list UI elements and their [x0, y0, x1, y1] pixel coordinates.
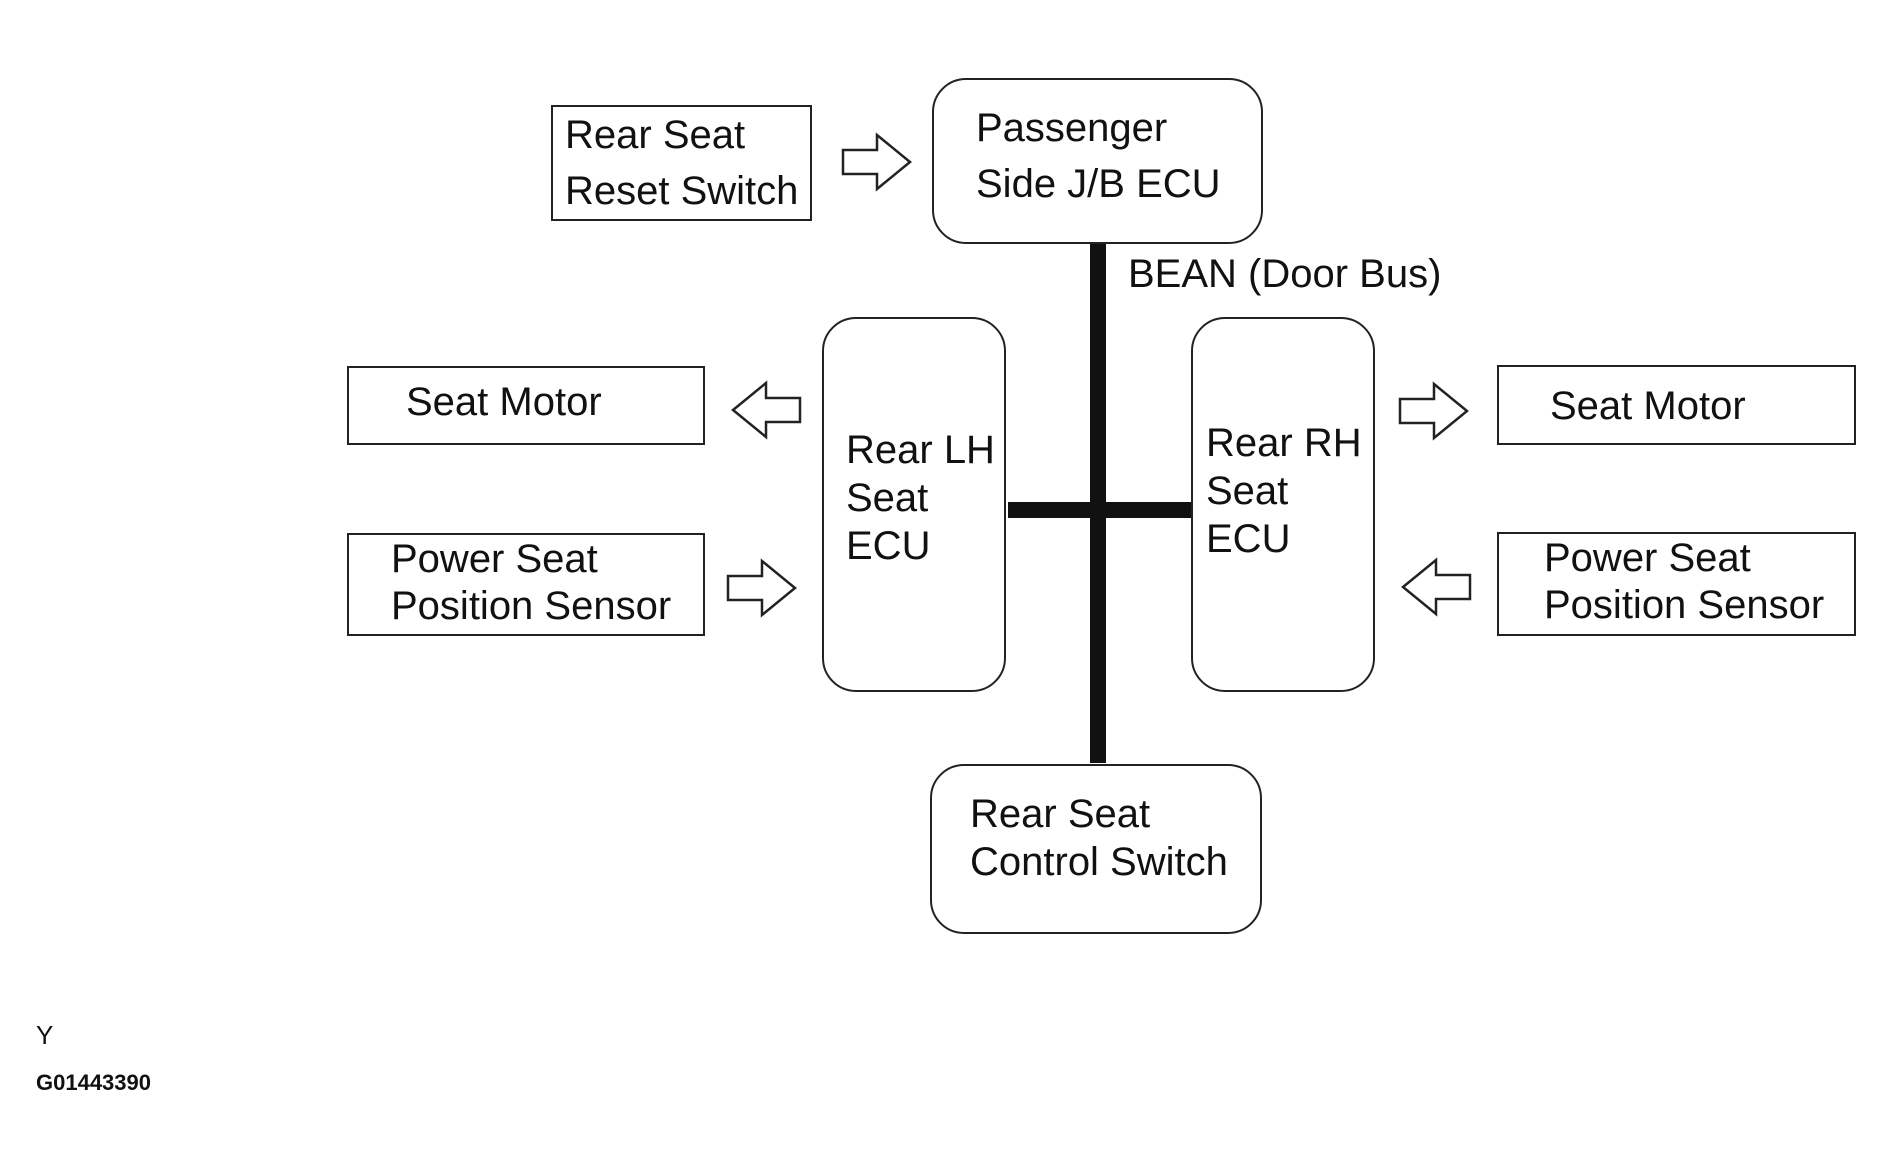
jb-ecu-box: Passenger Side J/B ECU — [932, 78, 1263, 244]
lh-position-sensor-line1: Power Seat — [391, 537, 598, 581]
reset-switch-box: Rear Seat Reset Switch — [551, 105, 812, 221]
rear-rh-ecu-line2: Seat — [1206, 469, 1289, 513]
ecu-link-line — [1008, 502, 1197, 518]
control-switch-box: Rear Seat Control Switch — [930, 764, 1262, 934]
rh-position-sensor-box: Power Seat Position Sensor — [1497, 532, 1856, 636]
rh-seat-motor-box: Seat Motor — [1497, 365, 1856, 445]
jb-ecu-line1: Passenger — [976, 106, 1168, 150]
rear-rh-ecu-line3: ECU — [1206, 517, 1291, 561]
control-switch-line2: Control Switch — [970, 840, 1228, 884]
lh-seat-motor-label: Seat Motor — [406, 380, 602, 424]
rh-position-sensor-line1: Power Seat — [1544, 536, 1751, 580]
rear-lh-ecu-line3: ECU — [846, 524, 931, 568]
arrow-right-icon — [726, 558, 797, 618]
lh-position-sensor-box: Power Seat Position Sensor — [347, 533, 705, 636]
rear-rh-ecu-line1: Rear RH — [1206, 421, 1362, 465]
jb-ecu-line2: Side J/B ECU — [976, 162, 1221, 206]
rh-seat-motor-label: Seat Motor — [1550, 384, 1746, 428]
control-switch-line1: Rear Seat — [970, 792, 1151, 836]
reset-switch-line1: Rear Seat — [565, 113, 746, 157]
footer-code-y: Y — [36, 1020, 54, 1050]
footer-code-figure: G01443390 — [36, 1070, 151, 1095]
arrow-left-icon — [731, 380, 802, 440]
rear-lh-ecu-line1: Rear LH — [846, 428, 995, 472]
bean-bus-label: BEAN (Door Bus) — [1128, 252, 1442, 296]
reset-switch-line2: Reset Switch — [565, 169, 799, 213]
rh-position-sensor-line2: Position Sensor — [1544, 583, 1825, 627]
rear-rh-ecu-box: Rear RH Seat ECU — [1191, 317, 1375, 692]
arrow-right-icon — [1398, 381, 1469, 441]
arrow-left-icon — [1401, 557, 1472, 617]
arrow-right-icon — [841, 132, 912, 192]
rear-lh-ecu-line2: Seat — [846, 476, 929, 520]
lh-position-sensor-line2: Position Sensor — [391, 584, 672, 628]
lh-seat-motor-box: Seat Motor — [347, 366, 705, 445]
rear-lh-ecu-box: Rear LH Seat ECU — [822, 317, 1006, 692]
